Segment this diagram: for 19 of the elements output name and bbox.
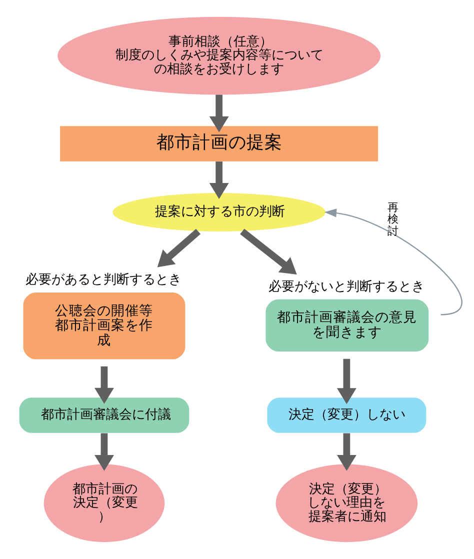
arrow — [336, 358, 356, 404]
edge-label: 再検討 — [388, 200, 399, 238]
node-box: 都市計画審議会に付議 — [19, 398, 190, 433]
arrow — [240, 228, 297, 274]
node-box: 決定（変更）しない — [267, 398, 426, 433]
node-label: 必要があると判断するとき — [26, 272, 182, 288]
node-ellipse: 提案に対する市の判断 — [112, 193, 326, 232]
arrow — [94, 433, 114, 471]
arrow — [336, 433, 356, 471]
node-label: 必要がないと判断するとき — [268, 279, 425, 294]
node-ellipse: 事前相談（任意） 制度のしくみや提案内容等についての相談をお受けします — [58, 16, 381, 95]
arrow — [157, 228, 201, 268]
node-box: 都市計画の提案 — [60, 126, 378, 162]
node-ellipse: 都市計画の決定（変更） — [44, 464, 165, 542]
node-ellipse: 決定（変更）しない理由を提案者に通知 — [276, 464, 418, 542]
arrow — [209, 162, 229, 199]
arrow — [94, 366, 114, 404]
arrow — [324, 208, 462, 316]
arrow — [209, 94, 229, 132]
